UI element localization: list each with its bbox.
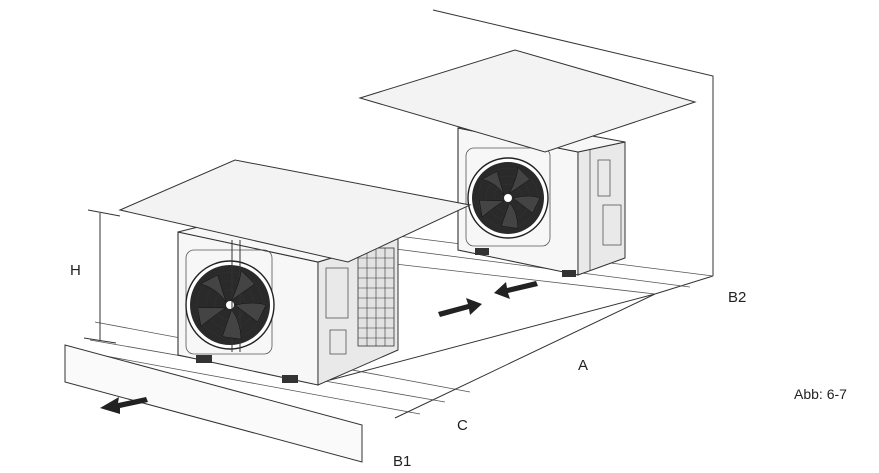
height-dimension [83, 209, 121, 344]
fan-blade [234, 302, 267, 323]
label-a: A [578, 357, 588, 374]
front-wall-b1 [64, 344, 363, 463]
label-h: H [70, 262, 81, 279]
label-c: C [457, 417, 468, 434]
fan-blade [222, 309, 242, 340]
arrow-exit-icon [100, 397, 148, 414]
floor-lines [89, 235, 714, 419]
side-grille [357, 247, 395, 347]
fan-blade [512, 195, 541, 214]
fan-blade [508, 166, 531, 194]
fan-back-blades [478, 166, 541, 229]
fan-front-blades [197, 270, 267, 340]
canopy-back [358, 49, 697, 153]
figure-caption: Abb: 6-7 [794, 386, 847, 402]
fan-blade [500, 202, 519, 229]
fan-blade [197, 307, 227, 327]
airflow-arrows [100, 281, 538, 414]
outdoor-unit-back [457, 119, 626, 277]
fan-blade [478, 199, 505, 218]
fan-blade [230, 270, 256, 301]
arrow-right-icon [438, 298, 482, 317]
arrow-left-icon [494, 281, 538, 299]
fan-blade [200, 274, 227, 303]
label-b1: B1 [393, 453, 411, 468]
label-b2: B2 [728, 289, 746, 306]
fan-blade [481, 171, 505, 196]
back-wall [432, 9, 714, 295]
canopy-front [118, 159, 472, 263]
